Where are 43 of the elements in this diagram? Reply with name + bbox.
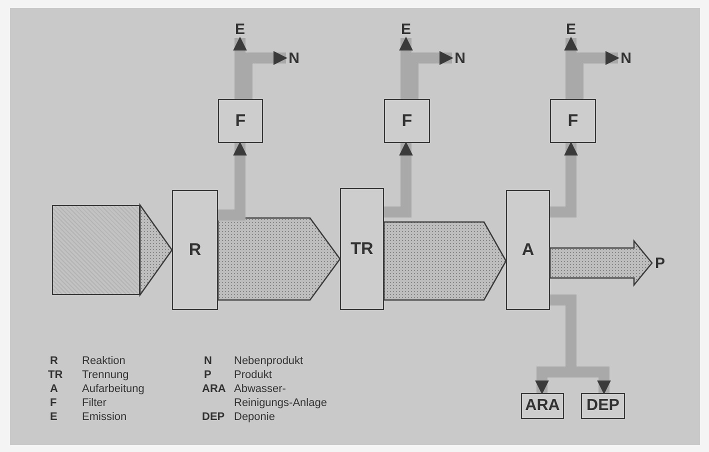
legend-abbreviation: A bbox=[50, 382, 58, 396]
pipe-arrow bbox=[564, 36, 578, 99]
legend-description: Trennung bbox=[82, 368, 129, 382]
stream-label: E bbox=[232, 20, 248, 38]
legend-description: Nebenprodukt bbox=[234, 354, 304, 368]
legend-abbreviation: E bbox=[50, 410, 58, 424]
unit-box: F bbox=[550, 99, 596, 143]
unit-box: F bbox=[218, 99, 263, 143]
pipe-arrow bbox=[218, 142, 247, 220]
legend-description: Aufarbeitung bbox=[82, 382, 144, 396]
legend-abbreviation: DEP bbox=[202, 410, 225, 424]
legend-description: Abwasser- Reinigungs-Anlage bbox=[234, 382, 328, 410]
unit-box: F bbox=[384, 99, 430, 143]
unit-box: ARA bbox=[521, 393, 564, 419]
flow-arrow bbox=[549, 239, 653, 287]
stream-label: E bbox=[398, 20, 414, 38]
legend-description: Produkt bbox=[234, 368, 272, 382]
stream-label: P bbox=[652, 254, 668, 272]
legend-description: Filter bbox=[82, 396, 106, 410]
unit-box: TR bbox=[340, 188, 384, 310]
pipe-arrow bbox=[384, 142, 413, 218]
pipe-arrow bbox=[233, 36, 247, 99]
legend-abbreviation: TR bbox=[48, 368, 63, 382]
pipe-arrow bbox=[399, 36, 413, 99]
legend-description: Emission bbox=[82, 410, 127, 424]
unit-box: A bbox=[506, 190, 550, 310]
legend-description: Deponie bbox=[234, 410, 275, 424]
legend-abbreviation: N bbox=[204, 354, 212, 368]
unit-box: DEP bbox=[581, 393, 625, 419]
legend-description: Reaktion bbox=[82, 354, 126, 368]
flow-arrow bbox=[139, 204, 173, 296]
feed-block bbox=[52, 205, 140, 295]
stream-label: N bbox=[618, 49, 634, 67]
stream-label: N bbox=[286, 49, 302, 67]
legend-abbreviation: P bbox=[204, 368, 212, 382]
stream-label: N bbox=[452, 49, 468, 67]
stream-label: E bbox=[563, 20, 579, 38]
flow-arrow bbox=[383, 221, 507, 301]
pipe-arrow bbox=[550, 142, 578, 218]
legend-abbreviation: R bbox=[50, 354, 58, 368]
unit-box: R bbox=[172, 190, 218, 310]
legend-abbreviation: ARA bbox=[202, 382, 226, 396]
legend-abbreviation: F bbox=[50, 396, 57, 410]
